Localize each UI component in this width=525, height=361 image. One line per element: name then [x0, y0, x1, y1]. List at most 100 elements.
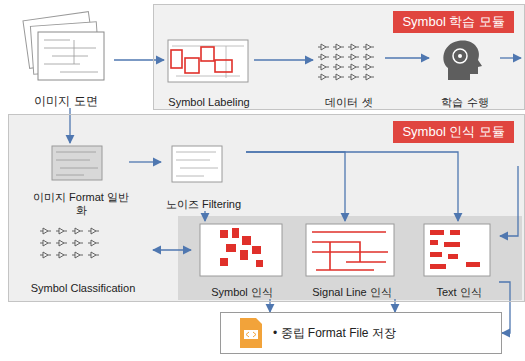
- art-rect: [242, 236, 251, 245]
- node-label: 데이터 셋: [325, 96, 372, 109]
- filter-thumbnail: [172, 146, 222, 182]
- art-use: [363, 64, 374, 70]
- process-step: Symbol 인식: [191, 221, 293, 299]
- panel-grounds: [8, 4, 525, 354]
- flow-arrow: [394, 299, 395, 312]
- flow-arrow: [246, 152, 345, 221]
- art-use: [318, 54, 329, 60]
- symbol-result: [200, 224, 282, 276]
- art-rect: [430, 252, 442, 257]
- process-step: 노이즈 Filtering: [161, 143, 246, 211]
- art-rect: [172, 146, 222, 182]
- node-label: Symbol Classification: [31, 282, 136, 295]
- art-rect: [466, 262, 480, 267]
- art-rect: [430, 230, 444, 235]
- node-label: 학습 수행: [441, 96, 488, 109]
- art-use: [56, 252, 67, 258]
- process-step: Text 인식: [419, 221, 499, 299]
- module-panel: Symbol 학습 모듈 Symbol Labeling 데이터 셋 학습 수행: [153, 4, 525, 110]
- flow-arrow: [254, 59, 313, 60]
- art-use: [348, 64, 359, 70]
- node-label: Text 인식: [436, 286, 481, 299]
- art-rect: [215, 60, 232, 72]
- process-step: 데이터 셋: [313, 41, 385, 109]
- art-use: [40, 252, 51, 258]
- art-rect: [52, 146, 102, 180]
- art-use: [363, 74, 374, 80]
- art-rect: [153, 4, 525, 110]
- art-rect: [240, 250, 248, 260]
- node-label: Signal Line 인식: [312, 286, 392, 299]
- art-rect: [220, 258, 228, 266]
- art-use: [88, 228, 99, 234]
- learning-icon: [443, 41, 482, 80]
- drawing-stack: [23, 12, 104, 80]
- classification-symbols: [40, 228, 99, 258]
- process-step: Symbol Labeling: [164, 39, 254, 109]
- art-use: [348, 54, 359, 60]
- node-label: Symbol 인식: [211, 286, 273, 299]
- art-use: [333, 54, 344, 60]
- art-use: [88, 240, 99, 246]
- art-rect: [448, 254, 458, 259]
- dataset-symbols: [318, 44, 374, 80]
- process-step: Symbol Classification: [13, 223, 153, 295]
- node-label: 이미지 도면: [34, 94, 97, 108]
- art-use: [56, 240, 67, 246]
- art-rect: [430, 240, 438, 245]
- flow-arrow: [499, 282, 510, 333]
- art-rect: [252, 246, 261, 254]
- art-rect: [201, 47, 214, 61]
- art-use: [40, 228, 51, 234]
- art-rect: [450, 230, 460, 235]
- art-rect: [171, 50, 182, 68]
- art-use: [333, 74, 344, 80]
- node-label: • 중립 Format File 저장: [273, 326, 396, 340]
- art-path: [44, 40, 98, 72]
- art-rect: [8, 114, 525, 302]
- xml-file-icon: [240, 318, 262, 348]
- node-label: 노이즈 Filtering: [166, 198, 241, 211]
- flow-arrow: [385, 57, 429, 58]
- process-step: Signal Line 인식: [301, 221, 403, 299]
- art-use: [333, 64, 344, 70]
- process-step: 이미지 Format 일반화: [33, 143, 129, 217]
- art-use: [72, 252, 83, 258]
- module-tag: Symbol 학습 모듈: [393, 11, 514, 33]
- art-path: [240, 318, 262, 348]
- art-rect: [256, 260, 263, 267]
- art-use: [348, 74, 359, 80]
- art-use: [56, 228, 67, 234]
- art-rect: [226, 244, 236, 252]
- flow-arrow: [269, 299, 270, 312]
- art-rect: [424, 224, 490, 276]
- flow-arrow: [204, 211, 205, 221]
- art-rect: [185, 58, 199, 73]
- art-path: [246, 332, 256, 337]
- flow-arrow: [129, 161, 161, 162]
- drawing-input: 이미지 도면: [18, 8, 114, 108]
- art-use: [72, 240, 83, 246]
- art-use: [363, 54, 374, 60]
- art-rect: [306, 224, 394, 276]
- art-rect: [200, 224, 282, 276]
- art-rect: [444, 242, 460, 247]
- art-use: [333, 44, 344, 50]
- art-path: [312, 232, 388, 270]
- output-box: • 중립 Format File 저장: [220, 312, 502, 354]
- labeling-thumbnail: [168, 40, 248, 82]
- art-use: [348, 44, 359, 50]
- art-circle: [453, 49, 467, 63]
- process-step: 학습 수행: [429, 39, 501, 109]
- art-use: [88, 252, 99, 258]
- module-panel: Symbol 인식 모듈이미지 Format 일반화노이즈 FilteringS…: [8, 114, 525, 302]
- art-use: [318, 44, 329, 50]
- module-tag: Symbol 인식 모듈: [393, 121, 514, 143]
- art-use: [318, 74, 329, 80]
- art-circle: [458, 54, 462, 58]
- art-path: [176, 152, 218, 176]
- art-rect: [220, 230, 228, 238]
- art-path: [172, 46, 244, 78]
